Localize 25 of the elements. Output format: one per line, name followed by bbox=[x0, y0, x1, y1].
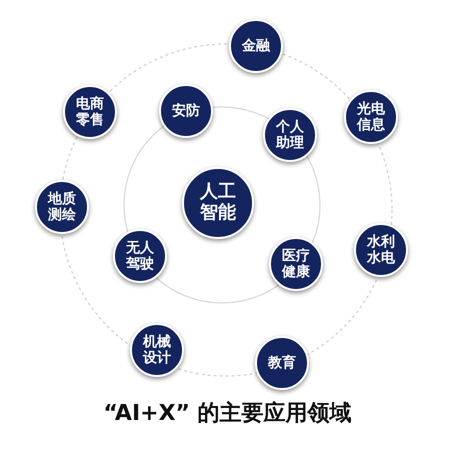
topic-circle bbox=[269, 237, 323, 291]
topic-circle bbox=[263, 108, 317, 162]
topic-circle bbox=[159, 84, 213, 138]
topic-circle bbox=[113, 229, 167, 283]
topic-label: 地质测绘 bbox=[47, 190, 77, 224]
title: “AI+X” 的主要应用领域 bbox=[102, 400, 353, 428]
topic-label: 金融 bbox=[241, 38, 271, 54]
topic-label: 机械设计 bbox=[142, 334, 172, 366]
topic-label: 电商零售 bbox=[75, 96, 105, 128]
topic-label: 水利水电 bbox=[366, 234, 396, 266]
topic-circle bbox=[255, 336, 309, 390]
topic-circle bbox=[344, 90, 398, 144]
topic-label: 无人驾驶 bbox=[125, 240, 155, 272]
topic-circle bbox=[35, 180, 89, 234]
topic-label: 安防 bbox=[171, 102, 201, 120]
topic-circle bbox=[354, 223, 408, 277]
topic-circle bbox=[182, 167, 254, 239]
topic-label: 光电信息 bbox=[356, 100, 386, 134]
topic-label: 人工智能 bbox=[199, 182, 237, 224]
topic-circle bbox=[229, 19, 283, 73]
topic-circle bbox=[130, 323, 184, 377]
topic-label: 教育 bbox=[267, 354, 297, 372]
topic-label: 个人助理 bbox=[275, 118, 305, 152]
topic-label: 医疗健康 bbox=[281, 248, 311, 280]
topic-circle bbox=[63, 85, 117, 139]
